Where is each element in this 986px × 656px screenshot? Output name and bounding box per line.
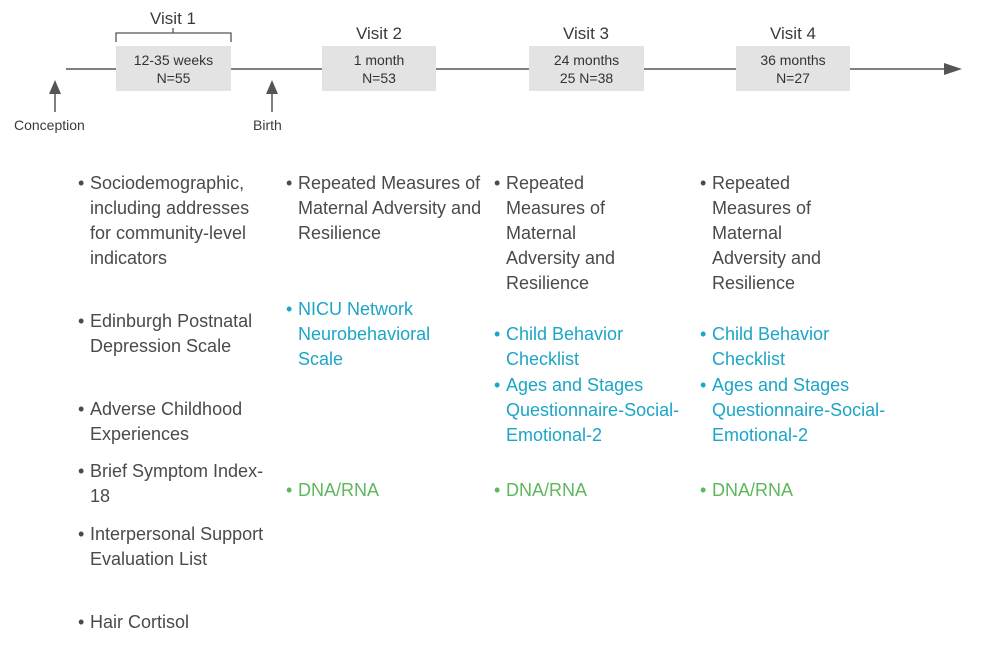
timeline-arrowhead [944,63,962,75]
visit-1-timing: 12-35 weeks [133,51,214,68]
measure-item: •Child Behavior Checklist [494,324,624,369]
measure-item: •Ages and Stages Questionnaire-Social-Em… [700,375,886,445]
measure-item: •Repeated Measures of Maternal Adversity… [286,173,482,243]
birth-arrowhead [266,80,278,94]
visit-1-n: N=55 [156,69,191,86]
birth-label: Birth [253,117,282,133]
measure-item: •NICU Network Neurobehavioral Scale [286,299,431,369]
visit-4-n: N=27 [776,69,810,86]
measure-item: •DNA/RNA [700,480,794,500]
measure-item: •Brief Symptom Index-18 [78,461,264,506]
visit-4-timing: 36 months [760,51,826,68]
visit-3-timing: 24 months [553,51,620,68]
visit-1-label: Visit 1 [150,9,196,28]
measure-item: •Interpersonal Support Evaluation List [78,524,264,569]
visit-4-box: 36 months N=27 [736,46,850,91]
visit-2-box: 1 month N=53 [322,46,436,91]
measure-item: •DNA/RNA [286,480,380,500]
measure-item: •Adverse Childhood Experiences [78,399,243,444]
measure-item: •Repeated Measures of Maternal Adversity… [494,173,616,293]
visit-3-n: 25 N=38 [559,69,614,86]
visit-4-label: Visit 4 [770,24,816,43]
visit-3-box: 24 months 25 N=38 [529,46,644,91]
measure-item: •Hair Cortisol [78,612,190,632]
visit-2-n: N=53 [362,69,396,86]
measure-item: •Repeated Measures of Maternal Adversity… [700,173,822,293]
measure-item: •Sociodemographic, including addresses f… [78,173,250,268]
visit1-bracket [115,28,232,42]
measure-item: •Child Behavior Checklist [700,324,830,369]
measure-item: •DNA/RNA [494,480,588,500]
conception-label: Conception [14,117,85,133]
visit-1-box: 12-35 weeks N=55 [116,46,231,91]
visit-3-label: Visit 3 [563,24,609,43]
measure-item: •Ages and Stages Questionnaire-Social-Em… [494,375,680,445]
conception-arrowhead [49,80,61,94]
measure-item: •Edinburgh Postnatal Depression Scale [78,311,253,356]
visit-2-timing: 1 month [353,51,405,68]
visit-2-label: Visit 2 [356,24,402,43]
